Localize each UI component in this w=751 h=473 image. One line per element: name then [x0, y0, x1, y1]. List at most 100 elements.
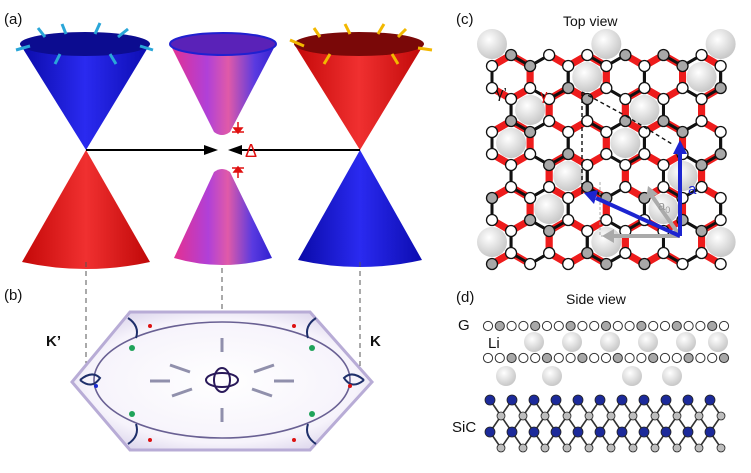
k-label: K — [370, 333, 381, 350]
li-atom — [622, 366, 642, 386]
li-atom — [515, 95, 546, 125]
arrow-head-right — [204, 145, 218, 155]
graphene-atom — [624, 352, 635, 364]
panel-b-label: (b) — [4, 287, 22, 304]
graphene-row-top — [482, 320, 730, 332]
left-dirac-cone — [15, 22, 154, 269]
si-atom — [704, 426, 716, 438]
graphene-atom — [695, 320, 706, 332]
li-atom — [553, 161, 584, 191]
graphene-atom — [671, 352, 682, 364]
graphene-atom — [718, 320, 730, 332]
si-atom — [506, 394, 518, 406]
si-atom — [616, 394, 628, 406]
graphene-atom — [541, 320, 553, 332]
graphene-atom — [482, 320, 494, 332]
c-atom — [496, 443, 506, 453]
graphene-atom — [636, 352, 647, 364]
carbon-atom-gray — [695, 158, 708, 172]
carbon-atom — [676, 81, 689, 95]
graphene-atom — [494, 352, 505, 364]
carbon-atom — [581, 158, 594, 172]
si-atom — [484, 394, 496, 406]
carbon-atom — [714, 59, 727, 73]
li-atom — [591, 227, 622, 257]
gap-delta-symbol: Δ — [245, 141, 257, 161]
c-atom — [562, 443, 572, 453]
c-atom — [716, 443, 726, 453]
graphene-atom — [600, 352, 612, 364]
si-atom — [528, 426, 540, 438]
carbon-atom — [485, 81, 499, 95]
li-atom — [600, 332, 620, 352]
right-upper-cone — [294, 39, 424, 150]
carbon-atom — [485, 213, 499, 227]
carbon-atom — [600, 59, 613, 73]
carbon-atom — [562, 59, 575, 73]
k-to-k-line — [86, 145, 360, 155]
li-atom — [542, 366, 562, 386]
graphene-atom — [530, 320, 541, 332]
graphene-atom — [600, 320, 612, 332]
li-atom — [496, 128, 527, 158]
carbon-atom-gray — [543, 158, 556, 172]
graphene-atom — [577, 352, 588, 364]
right-dirac-cone — [289, 23, 433, 267]
carbon-atom-gray — [657, 48, 670, 62]
graphene-atom — [671, 320, 682, 332]
carbon-atom — [638, 59, 651, 73]
c-atom — [606, 411, 616, 421]
si-atom — [572, 426, 584, 438]
carbon-atom — [714, 257, 727, 271]
carbon-atom — [485, 125, 499, 139]
carbon-atom-gray — [485, 257, 499, 271]
carbon-atom — [695, 48, 708, 62]
graphene-atom — [612, 320, 623, 332]
c-atom — [540, 411, 550, 421]
li-atoms-side — [524, 332, 728, 352]
c-atom — [584, 411, 594, 421]
si-atom — [616, 426, 628, 438]
carbon-atom — [523, 147, 537, 161]
li-atom — [572, 62, 603, 92]
graphene-atom — [553, 352, 564, 364]
carbon-atom-gray — [714, 81, 727, 95]
c-atom — [496, 411, 506, 421]
sic-atoms — [484, 394, 726, 453]
li-atom — [686, 62, 717, 92]
li-atom — [705, 29, 736, 59]
si-atom — [638, 394, 650, 406]
graphene-atom — [518, 352, 529, 364]
carbon-atom — [504, 224, 518, 238]
carbon-atom-gray — [619, 48, 632, 62]
c-atom — [628, 411, 638, 421]
carbon-atom — [543, 92, 556, 106]
carbon-atom — [523, 81, 537, 95]
carbon-atom — [485, 147, 499, 161]
carbon-atom-gray — [581, 92, 594, 106]
c-atom — [518, 411, 528, 421]
c-atom — [716, 411, 726, 421]
graphene-atom — [636, 320, 647, 332]
si-atom — [682, 426, 694, 438]
graphene-atom — [530, 352, 541, 364]
k-prime-label: K’ — [46, 333, 61, 350]
carbon-atom — [638, 125, 651, 139]
carbon-atom-gray — [581, 246, 594, 260]
carbon-atom-gray — [676, 59, 689, 73]
carbon-atom — [676, 257, 689, 271]
carbon-atom — [695, 92, 708, 106]
yellow-spin-arrows — [289, 23, 433, 65]
graphene-atom — [659, 352, 671, 364]
side-view-title: Side view — [566, 291, 627, 307]
carbon-atom — [714, 191, 727, 205]
left-upper-cone — [20, 39, 150, 150]
graphene-atom — [707, 320, 718, 332]
si-atom — [572, 394, 584, 406]
bz-dots — [94, 324, 352, 442]
carbon-atom — [543, 180, 556, 194]
li-atom — [477, 29, 507, 59]
li-atom — [524, 332, 544, 352]
graphene-atom — [494, 320, 505, 332]
